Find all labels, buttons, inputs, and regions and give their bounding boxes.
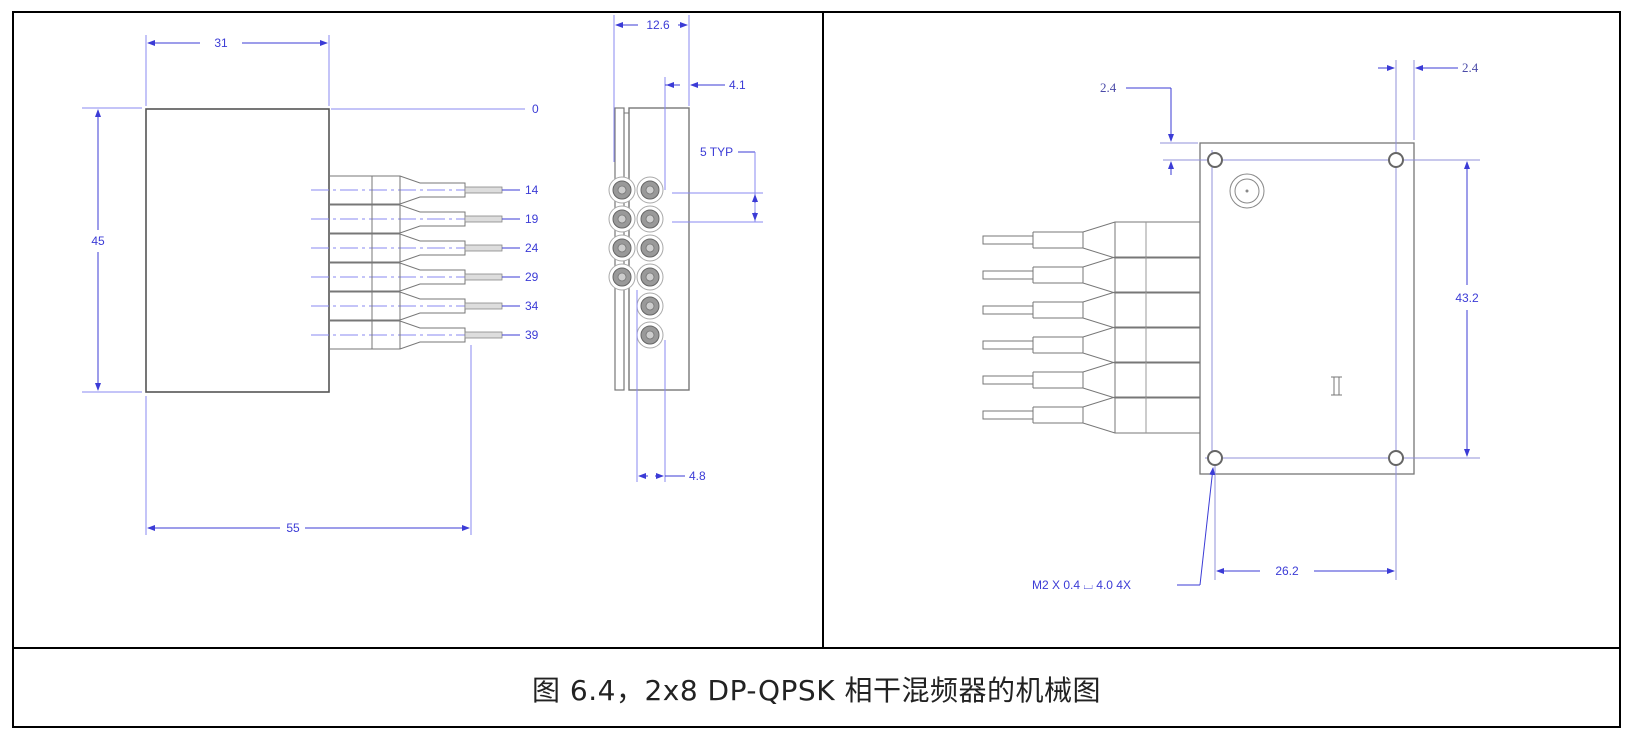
top-body-outline: [1199, 142, 1415, 475]
fiber-port-icon: [608, 205, 636, 233]
dim-column-spacing: 4.8: [689, 469, 706, 483]
boot-outline: [329, 262, 466, 292]
datum-label: 0: [532, 102, 539, 116]
fiber-position-label: 34: [525, 299, 539, 313]
boot-outline: [1032, 396, 1200, 434]
dim-side-width: 12.6: [646, 18, 670, 32]
fiber-connector: [311, 204, 520, 234]
fiber-position-label: 29: [525, 270, 539, 284]
figure-table-frame: [12, 11, 1621, 728]
fiber-tip: [464, 244, 503, 252]
column-divider: [822, 11, 824, 648]
module-body-outline: [145, 108, 330, 393]
fiber-port-icon: [636, 292, 664, 320]
boot-outline: [1032, 256, 1200, 294]
dim-hole-offset-vertical: 2.4: [1100, 80, 1117, 95]
fiber-connectors-left: [311, 175, 520, 350]
pin-one-mark-icon: [1331, 376, 1342, 396]
row-divider: [12, 647, 1621, 649]
fiber-ports: [608, 176, 664, 349]
boot-outline: [329, 320, 466, 350]
boot-outline: [1032, 291, 1200, 329]
boot-outline: [1032, 361, 1200, 399]
fiber-tip: [464, 331, 503, 339]
fiber-connector: [982, 326, 1200, 364]
dim-offset: 4.1: [729, 78, 746, 92]
fiber-port-icon: [636, 234, 664, 262]
fiber-position-label: 39: [525, 328, 539, 342]
top-view: 2.4 2.4 43.2 26.2 M2 X 0.4 ⌴ 4.0 4X: [982, 60, 1480, 592]
fiber-tip: [982, 305, 1034, 315]
fiber-port-icon: [608, 263, 636, 291]
figure-caption: 图 6.4，2x8 DP-QPSK 相干混频器的机械图: [532, 673, 1101, 707]
dim-pitch: 5 TYP: [700, 145, 733, 159]
fiber-port-icon: [636, 263, 664, 291]
fiber-tip: [982, 340, 1034, 350]
boot-outline: [1032, 221, 1200, 259]
fiber-tip: [982, 270, 1034, 280]
fiber-tip: [982, 375, 1034, 385]
fiber-tip: [464, 273, 503, 281]
fiber-position-label: 24: [525, 241, 539, 255]
fiber-connectors-right: [982, 221, 1200, 434]
fiber-connector: [982, 361, 1200, 399]
fiber-port-icon: [636, 176, 664, 204]
fiber-connector: [311, 291, 520, 321]
fiber-connector: [311, 262, 520, 292]
boot-outline: [329, 204, 466, 234]
dim-width: 31: [214, 36, 228, 50]
fiber-tip: [464, 186, 503, 194]
fiber-connector: [982, 396, 1200, 434]
boot-outline: [329, 233, 466, 263]
side-view: 12.6 4.1 5 TYP 4.8: [608, 15, 763, 483]
boot-outline: [1032, 326, 1200, 364]
dim-hole-spacing-vertical: 43.2: [1455, 291, 1479, 305]
fiber-connector: [311, 175, 520, 205]
dim-height: 45: [91, 234, 105, 248]
fiber-connector: [982, 256, 1200, 294]
boot-outline: [329, 291, 466, 321]
fiber-port-icon: [608, 234, 636, 262]
fiber-connector: [982, 291, 1200, 329]
fiber-tip: [464, 215, 503, 223]
fiber-tip: [464, 302, 503, 310]
fiber-port-icon: [608, 176, 636, 204]
fiber-port-icon: [636, 205, 664, 233]
alignment-mark-icon: [1229, 173, 1265, 209]
thread-callout: M2 X 0.4 ⌴ 4.0 4X: [1032, 578, 1131, 592]
mounting-holes: [1207, 152, 1404, 466]
dim-overall-length: 55: [286, 521, 300, 535]
fiber-port-icon: [636, 321, 664, 349]
fiber-position-label: 14: [525, 183, 539, 197]
front-view: 31 45 0 14 19 24 29 34 39 55: [82, 35, 539, 535]
dim-hole-spacing-horizontal: 26.2: [1275, 564, 1299, 578]
fiber-tip: [982, 235, 1034, 245]
fiber-connector: [311, 233, 520, 263]
fiber-connector: [982, 221, 1200, 259]
fiber-position-label: 19: [525, 212, 539, 226]
fiber-tip: [982, 410, 1034, 420]
boot-outline: [329, 175, 466, 205]
dim-hole-offset-horizontal: 2.4: [1462, 60, 1479, 75]
fiber-connector: [311, 320, 520, 350]
